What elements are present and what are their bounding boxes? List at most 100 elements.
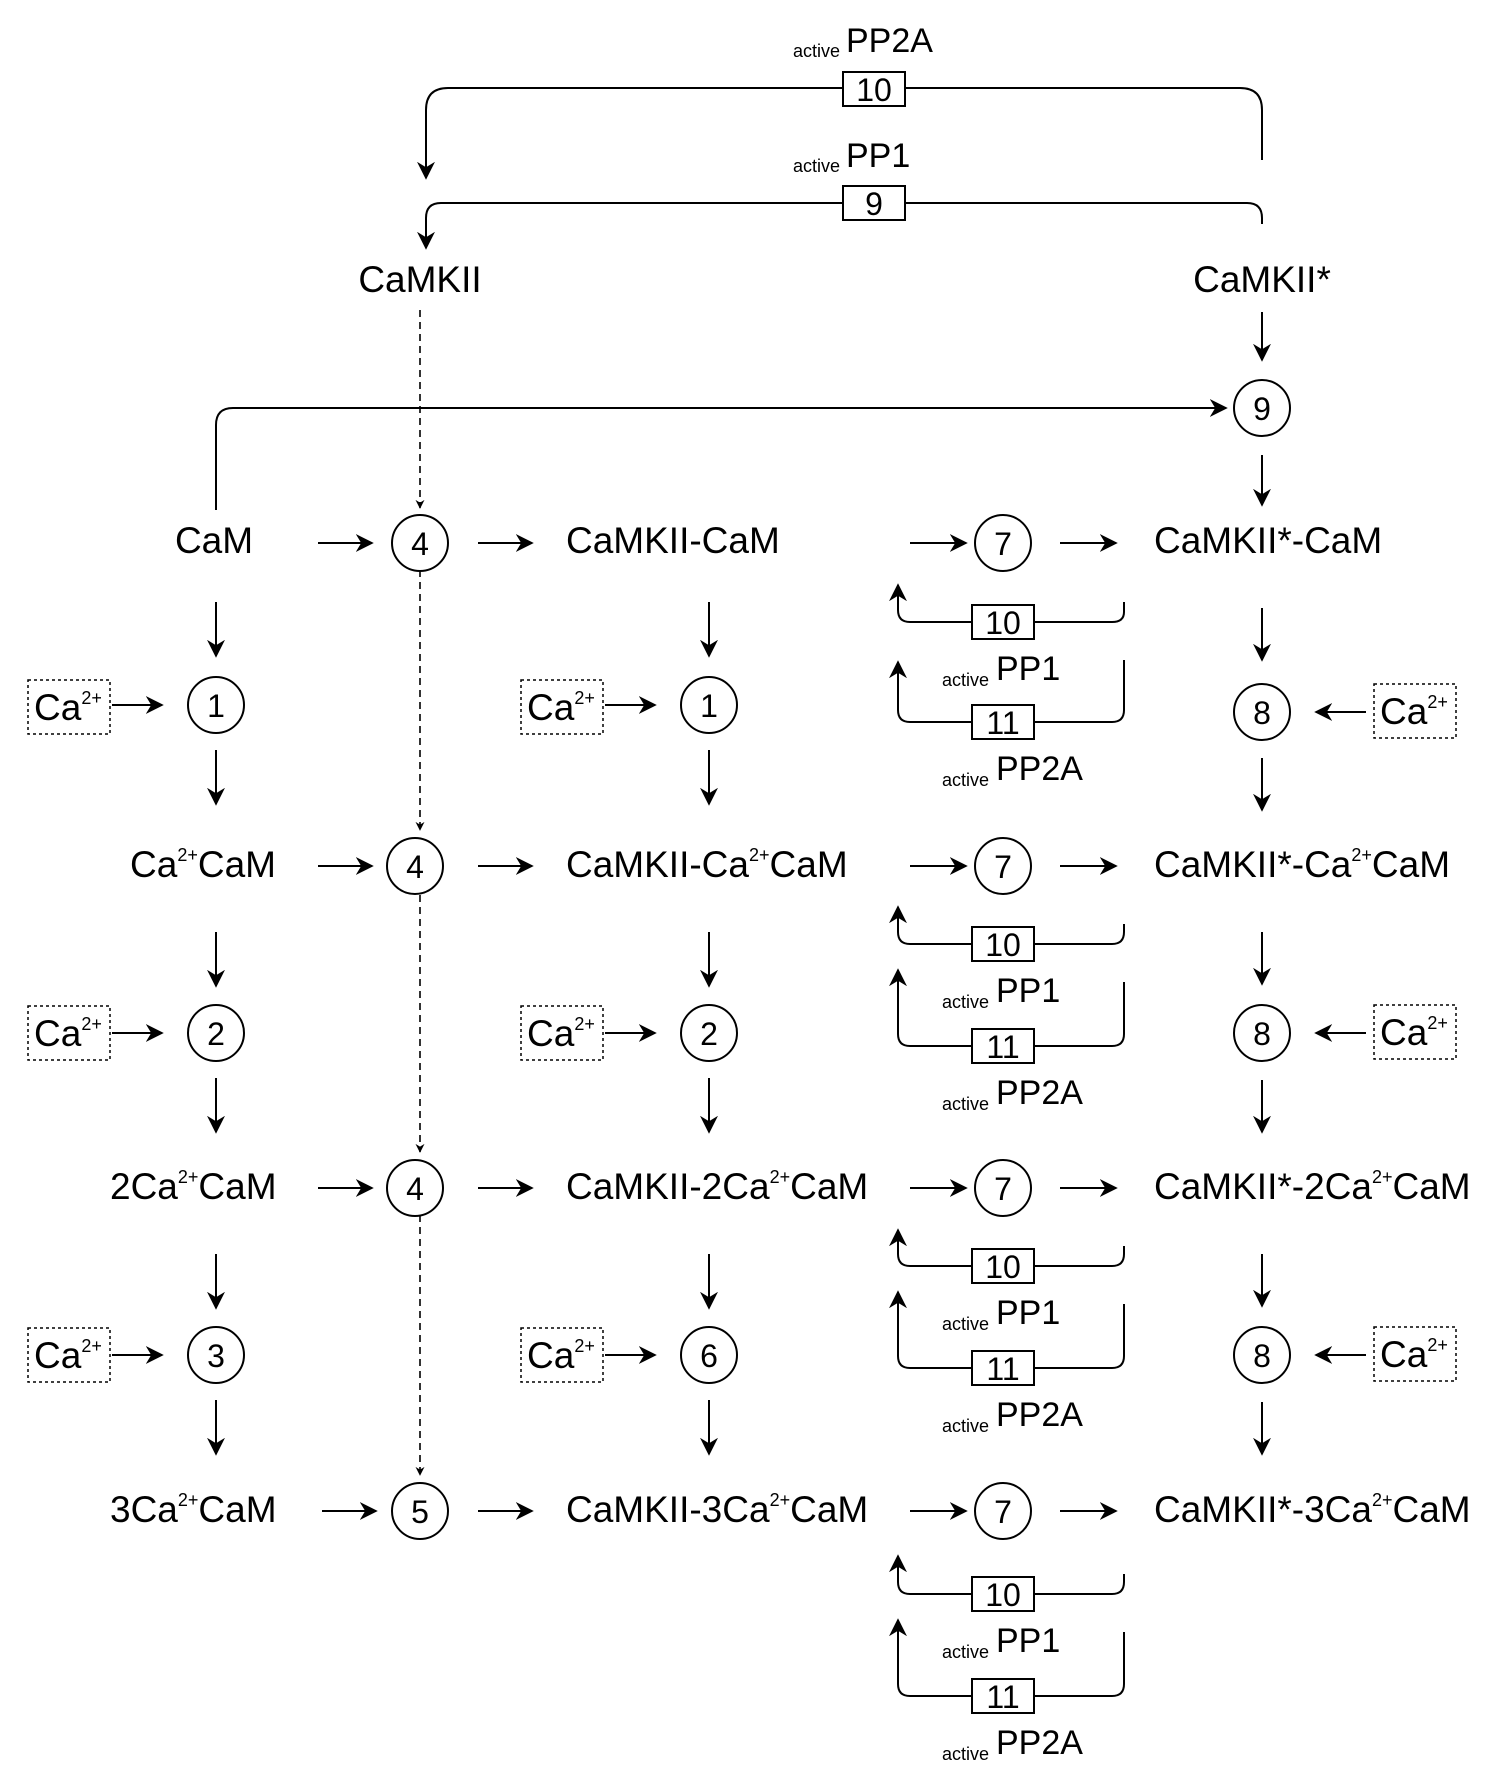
active-label: active [942,670,989,690]
reaction-2-node: 2 [680,1004,738,1062]
reaction-10-label: 10 [985,1249,1021,1285]
reaction-4-node-label: 4 [406,849,424,885]
reaction-6-node: 6 [680,1326,738,1384]
reaction-7-node-label: 7 [994,849,1012,885]
reaction-4-node: 4 [391,514,449,572]
reaction-10-box: 10 [971,604,1035,641]
active-label: active [942,992,989,1012]
calcium-label: Ca2+ [527,1013,595,1054]
camkii-p-cam-label: CaMKII*-CaM [1154,520,1382,561]
camkii-3ca-cam-label: CaMKII-3Ca2+CaM [566,1489,868,1530]
reaction-10-label: 10 [856,72,892,108]
calcium-input: Ca2+ [1373,683,1457,739]
calcium-input: Ca2+ [520,1005,604,1061]
reaction-9-box: 9 [842,185,906,222]
reaction-4-node-label: 4 [411,526,429,562]
reaction-1-node-label: 1 [700,688,718,724]
active-label: active [793,156,840,176]
reaction-2-node-label: 2 [207,1016,225,1052]
calcium-input: Ca2+ [1373,1004,1457,1060]
calcium-label: Ca2+ [34,1013,102,1054]
reaction-8-node-label: 8 [1253,1338,1271,1374]
camkii-p-3ca-cam-label: CaMKII*-3Ca2+CaM [1154,1489,1471,1530]
active-label: active [942,1642,989,1662]
calcium-input: Ca2+ [1373,1326,1457,1382]
pp2a-label: PP2A [996,1396,1083,1434]
reaction-1-node: 1 [187,676,245,734]
reaction-11-box: 11 [971,1678,1035,1715]
cam-label: CaM [175,520,253,561]
camkii-p-2ca-cam-label: CaMKII*-2Ca2+CaM [1154,1166,1471,1207]
reaction-10-label: 10 [985,1577,1021,1613]
camkii-p-label: CaMKII* [1193,259,1331,300]
two-ca-cam-label: 2Ca2+CaM [110,1166,277,1207]
pp2a-label: PP2A [996,1074,1083,1112]
reaction-7-node: 7 [974,1482,1032,1540]
camkii-cam-label: CaMKII-CaM [566,520,780,561]
pp2a-label: PP2A [996,750,1083,788]
reaction-8-node-label: 8 [1253,695,1271,731]
pp1-label: PP1 [846,137,910,175]
camkii-p-ca-cam-label: CaMKII*-Ca2+CaM [1154,844,1450,885]
reaction-8-node-label: 8 [1253,1016,1271,1052]
active-label: active [942,1416,989,1436]
pp-loops-row1 [889,583,1125,723]
reaction-1-node: 1 [680,676,738,734]
calcium-input: Ca2+ [520,679,604,735]
calcium-label: Ca2+ [1380,1012,1448,1053]
calcium-label: Ca2+ [1380,1334,1448,1375]
active-label: active [942,1314,989,1334]
pp2a-dephosphorylation-loop [417,87,1263,180]
reaction-8-node: 8 [1233,1326,1291,1384]
calcium-label: Ca2+ [34,687,102,728]
reaction-2-node-label: 2 [700,1016,718,1052]
pp1-label: PP1 [996,972,1060,1010]
calcium-label: Ca2+ [527,1335,595,1376]
reaction-8-node: 8 [1233,683,1291,741]
calcium-input: Ca2+ [27,1327,111,1383]
reaction-11-label: 11 [986,1351,1019,1387]
reaction-11-label: 11 [986,705,1019,741]
reaction-4-node: 4 [386,837,444,895]
pp1-dephosphorylation-loop [417,202,1263,250]
pp-loops-row4 [889,1554,1125,1697]
reaction-10-box: 10 [842,71,906,108]
active-label: active [942,1744,989,1764]
reaction-7-node: 7 [974,837,1032,895]
ca-cam-label: Ca2+CaM [130,844,276,885]
calcium-input: Ca2+ [27,679,111,735]
active-label: active [942,1094,989,1114]
reaction-11-label: 11 [986,1679,1019,1715]
pp-loops-row3 [889,1228,1125,1369]
reaction-8-node: 8 [1233,1004,1291,1062]
pp1-label: PP1 [996,1622,1060,1660]
reaction-11-box: 11 [971,704,1035,741]
reaction-9-node: 9 [1233,379,1291,437]
reaction-7-node-label: 7 [994,1494,1012,1530]
reaction-10-box: 10 [971,926,1035,963]
reaction-5-node: 5 [391,1482,449,1540]
reaction-9-label: 9 [865,186,883,222]
calcium-label: Ca2+ [34,1335,102,1376]
active-label: active [793,41,840,61]
reaction-1-node-label: 1 [207,688,225,724]
camkii-label: CaMKII [358,259,481,300]
reaction-10-label: 10 [985,927,1021,963]
reaction-3-node-label: 3 [207,1338,225,1374]
reaction-11-box: 11 [971,1028,1035,1065]
camkii-ca-cam-label: CaMKII-Ca2+CaM [566,844,848,885]
calcium-input: Ca2+ [520,1327,604,1383]
reaction-4-node-label: 4 [406,1171,424,1207]
pp-loops-row2 [889,905,1125,1047]
pp1-label: PP1 [996,650,1060,688]
pp2a-label: PP2A [996,1724,1083,1762]
reaction-11-box: 11 [971,1350,1035,1387]
cam-to-reaction-9-arrow [215,399,1228,510]
camkii-2ca-cam-label: CaMKII-2Ca2+CaM [566,1166,868,1207]
reaction-7-node-label: 7 [994,526,1012,562]
reaction-11-label: 11 [986,1029,1019,1065]
reaction-10-label: 10 [985,605,1021,641]
reaction-9-node-label: 9 [1253,391,1271,427]
reaction-10-box: 10 [971,1248,1035,1285]
